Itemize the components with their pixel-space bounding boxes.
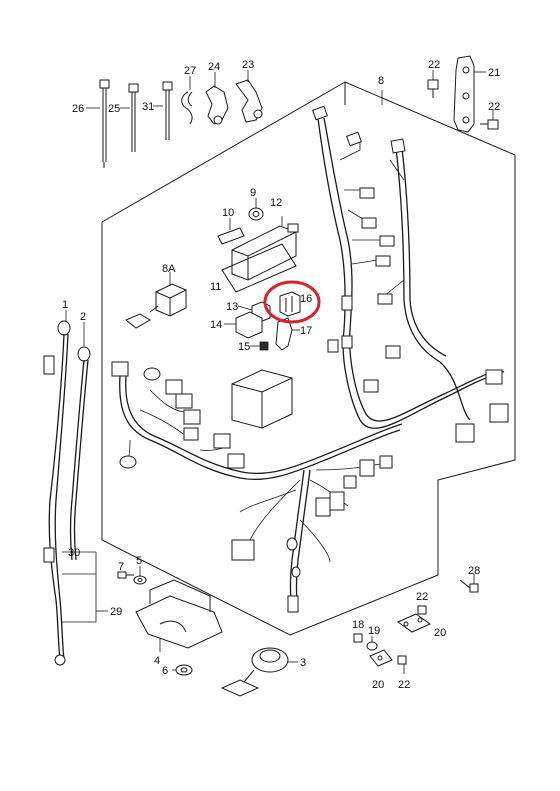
- cover-3: [220, 647, 298, 697]
- label-22b: 22: [488, 101, 500, 113]
- cable-tie-25: [128, 83, 139, 152]
- harness-frame: [101, 81, 516, 636]
- label-20b: 20: [372, 679, 384, 691]
- bolt-28: [459, 574, 479, 593]
- nut-18: [353, 633, 363, 643]
- clamp-23: [235, 70, 263, 123]
- bolt-22-right: [480, 110, 499, 130]
- label-8a: 8A: [162, 263, 176, 275]
- connector-15: [250, 341, 269, 351]
- label-6: 6: [162, 665, 168, 677]
- washer-19: [366, 636, 378, 651]
- highlight-circle-part-16: [263, 280, 321, 324]
- wiring-harness-8: [111, 105, 509, 613]
- label-31: 31: [142, 101, 154, 113]
- bolt-22-lower-right: [417, 605, 427, 615]
- cable-holder-4: [135, 579, 223, 652]
- label-18: 18: [352, 619, 364, 631]
- label-21: 21: [488, 67, 500, 79]
- label-25: 25: [108, 103, 120, 115]
- bolt-22-lower: [397, 655, 407, 674]
- bolt-22-top: [427, 70, 439, 98]
- clip-10: [217, 218, 245, 245]
- label-22c: 22: [416, 591, 428, 603]
- label-14: 14: [210, 319, 222, 331]
- label-22d: 22: [398, 679, 410, 691]
- label-27: 27: [184, 65, 196, 77]
- label-23: 23: [242, 59, 254, 71]
- plate-20-lower: [369, 649, 393, 667]
- label-16: 16: [300, 293, 312, 305]
- label-13: 13: [226, 301, 238, 313]
- label-2: 2: [80, 311, 86, 323]
- clamp-24: [205, 72, 229, 125]
- fuse-16: [279, 291, 301, 317]
- clamp-27: [181, 76, 193, 125]
- part-labels: 26 25 31 27 24 23 22 21 22 8 9 10 12 8A …: [62, 59, 500, 691]
- relay-14: [224, 311, 263, 339]
- plate-20-upper: [396, 613, 432, 633]
- battery-cable-2: [69, 322, 91, 561]
- label-7: 7: [118, 561, 124, 573]
- label-20a: 20: [434, 627, 446, 639]
- battery-cable-1: [43, 310, 71, 601]
- label-10: 10: [222, 207, 234, 219]
- relay-8a: [125, 272, 187, 329]
- washer-5: [133, 566, 147, 585]
- cable-tie-31: [162, 81, 173, 140]
- label-19: 19: [368, 625, 380, 637]
- cable-bracket-29-30: [62, 551, 108, 623]
- fuse-box-12: [231, 216, 299, 281]
- label-15: 15: [238, 341, 250, 353]
- screw-7: [117, 571, 134, 579]
- fuse-cap-17: [275, 317, 300, 351]
- label-11: 11: [210, 281, 221, 293]
- fuse-box-cover-11: [221, 243, 297, 293]
- label-17: 17: [300, 325, 312, 337]
- label-28: 28: [468, 565, 480, 577]
- label-4: 4: [154, 655, 160, 667]
- bracket-21: [453, 55, 486, 133]
- label-26: 26: [72, 103, 84, 115]
- label-29: 29: [110, 606, 122, 618]
- cable-tie-26: [99, 79, 110, 168]
- label-3: 3: [300, 657, 306, 669]
- label-5: 5: [136, 555, 142, 567]
- label-1: 1: [62, 299, 68, 311]
- label-12: 12: [270, 197, 282, 209]
- grommet-6: [172, 664, 193, 676]
- label-22a: 22: [428, 59, 440, 71]
- label-8: 8: [378, 75, 384, 87]
- grommet-9: [248, 198, 264, 221]
- label-30: 30: [68, 547, 80, 559]
- earth-cable-29: [43, 547, 66, 666]
- label-24: 24: [208, 61, 220, 73]
- label-9: 9: [250, 187, 256, 199]
